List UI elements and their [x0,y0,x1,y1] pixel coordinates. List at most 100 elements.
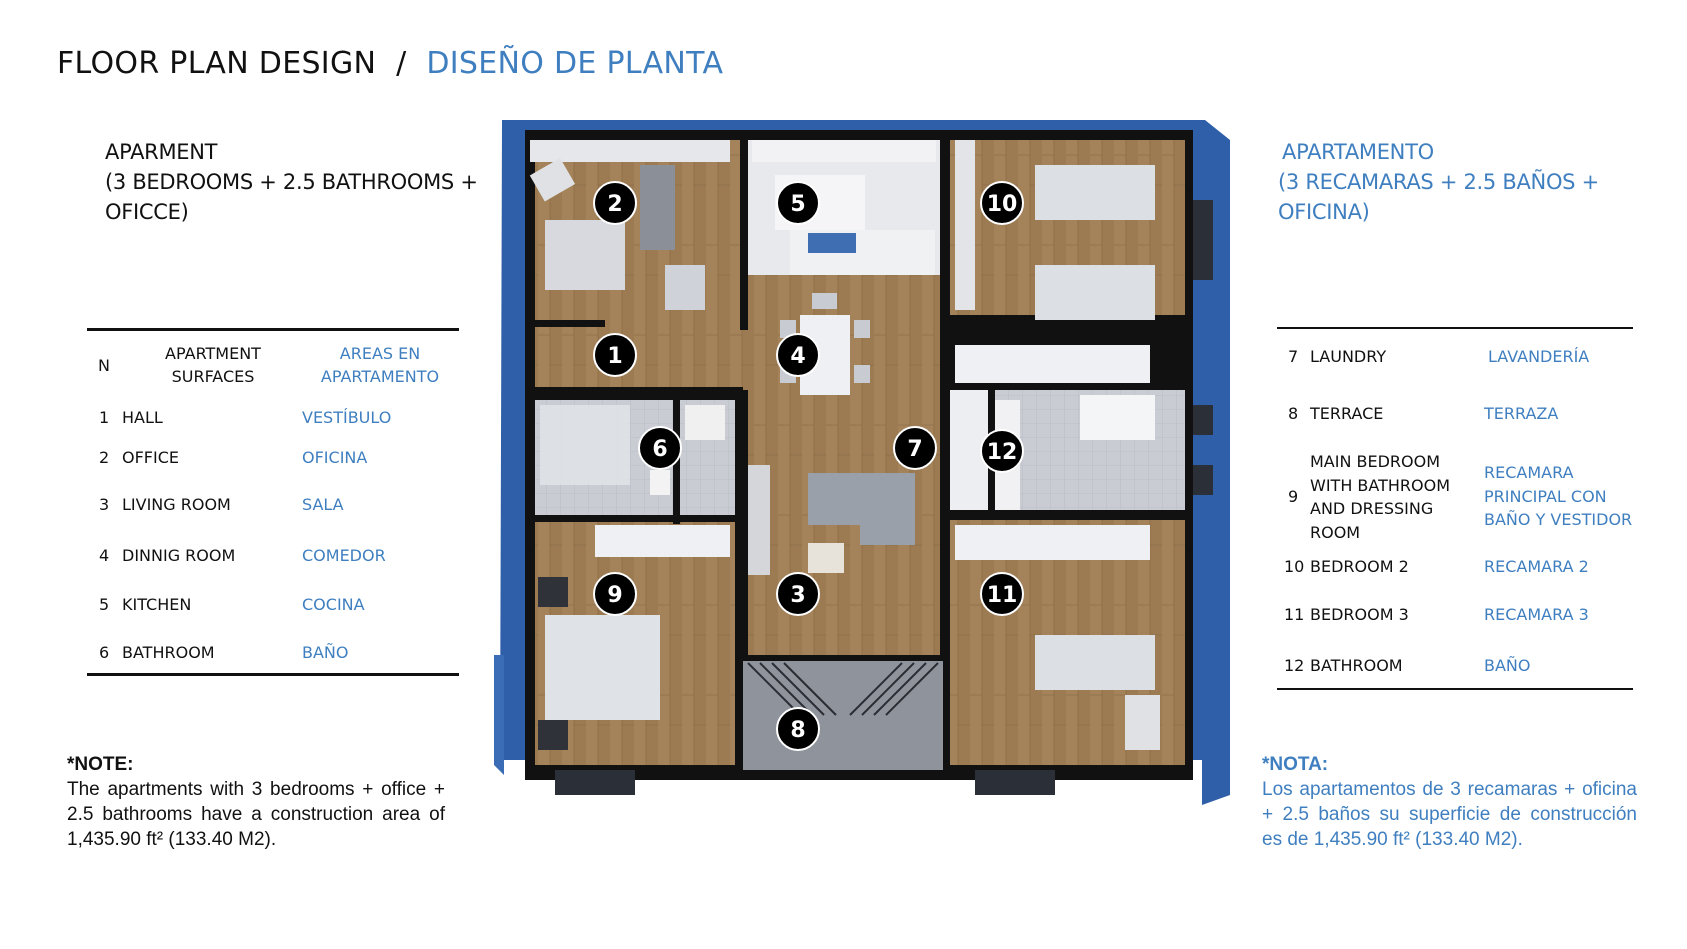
heading-en-line: (3 BEDROOMS + 2.5 BATHROOMS + [105,170,478,194]
row-surface-en: LIVING ROOM [122,495,231,514]
row-surface-es: RECAMARA 3 [1484,605,1589,624]
main-bed [545,615,660,720]
note-es-text: Los apartamentos de 3 recamaras + oficin… [1262,779,1637,850]
row-surface-en: DINNIG ROOM [122,546,236,565]
room-badge-label: 10 [987,192,1018,217]
row-number: 7 [1288,347,1299,366]
title-en: FLOOR PLAN DESIGN [57,46,377,81]
col-n-header: N [98,356,110,375]
row-surface-en-line: WITH BATHROOM [1310,475,1451,495]
bed [1035,635,1155,690]
row-surface-en-line: ROOM [1310,522,1361,542]
heading-es-line: APARTAMENTO [1282,140,1434,164]
bed [1035,165,1155,220]
col-es-header: AREAS EN APARTAMENTO [310,342,450,388]
col-en-header-line: SURFACES [171,367,255,386]
col-es-header-line: AREAS EN [339,344,421,363]
apartment-heading-es: APARTAMENTO (3 RECAMARAS + 2.5 BAÑOS + O… [1278,137,1618,227]
row-number: 1 [99,408,110,427]
nightstand [538,577,568,607]
bed [1035,265,1155,320]
office-cabinet [665,265,705,310]
col-en-header-line: APARTMENT [165,344,261,363]
row-surface-en: TERRACE [1310,404,1384,423]
office-shelf [530,140,730,162]
room-badge-11: 11 [980,572,1024,616]
room-badge-9: 9 [593,572,637,616]
planter [1193,465,1213,495]
col-en-header: APARTMENT SURFACES [148,342,278,388]
row-number: 9 [1288,487,1299,506]
planter [975,770,1055,795]
heading-es-line: OFICINA) [1278,200,1370,224]
row-surface-en: BEDROOM 2 [1310,557,1409,576]
row-surface-es: SALA [302,495,344,514]
room-badge-5: 5 [776,181,820,225]
row-number: 12 [1284,656,1305,675]
row-surface-es: COMEDOR [302,546,386,565]
row-surface-en: BATHROOM [122,643,215,662]
terrace-railing [747,662,939,716]
floor-plan-image: 1 2 3 4 5 6 7 8 9 10 11 12 [494,120,1230,805]
heading-en-line: APARMENT [105,140,218,164]
note-en-text: The apartments with 3 bedrooms + office … [67,779,445,850]
wardrobe [955,140,975,310]
row-surface-es: VESTÍBULO [302,408,392,427]
apartment-heading-en: APARMENT (3 BEDROOMS + 2.5 BATHROOMS + O… [105,137,485,227]
row-number: 6 [99,643,110,662]
office-sofa [640,165,675,250]
note-en-label: *NOTE: [67,754,134,775]
row-number: 2 [99,448,110,467]
row-number: 10 [1284,557,1305,576]
living-tv-unit [748,465,770,575]
planter [555,770,635,795]
room-badge-label: 6 [652,437,667,462]
room-badge-6: 6 [638,426,682,470]
room-badge-label: 4 [790,344,805,369]
planter [1193,200,1213,280]
room-badge-1: 1 [593,333,637,377]
closet-row [595,525,730,557]
row-surface-es: LAVANDERÍA [1488,347,1590,366]
room-badge-label: 1 [607,344,622,369]
row-number: 5 [99,595,110,614]
table-bottom-rule [1277,688,1633,690]
title-separator: / [396,46,407,81]
page-title: FLOOR PLAN DESIGN / DISEÑO DE PLANTA [57,46,723,81]
table-top-rule [1277,327,1633,329]
heading-en-line: OFICCE) [105,200,189,224]
col-es-header-line: APARTAMENTO [320,367,440,386]
table-top-rule [87,328,459,331]
heading-es-line: (3 RECAMARAS + 2.5 BAÑOS + [1278,170,1599,194]
room-badge-10: 10 [980,181,1024,225]
row-surface-en: BEDROOM 3 [1310,605,1409,624]
row-surface-en: KITCHEN [122,595,192,614]
row-surface-es: COCINA [302,595,365,614]
row-surface-es: RECAMARA PRINCIPAL CON BAÑO Y VESTIDOR [1484,461,1632,532]
closet-row [955,345,1150,383]
title-es: DISEÑO DE PLANTA [426,46,724,81]
living-table [808,543,844,573]
row-number: 11 [1284,605,1305,624]
note-es-label: *NOTA: [1262,754,1329,775]
shower-glass [540,405,630,485]
row-number: 8 [1288,404,1299,423]
nightstand [538,720,568,750]
row-surface-en: LAUNDRY [1310,347,1387,366]
room-badge-label: 7 [907,437,922,462]
table-bottom-rule [87,673,459,676]
row-number: 4 [99,546,110,565]
office-desk [545,220,625,290]
office-armchair [529,158,576,202]
row-surface-es-line: RECAMARA [1484,463,1574,482]
toilet [650,470,670,495]
vanity [685,405,725,440]
room-badge-label: 8 [790,718,805,743]
living-sofa [808,473,915,545]
room-badge-label: 9 [607,583,622,608]
hall-floor [535,320,748,390]
row-surface-en-line: MAIN BEDROOM [1310,452,1441,471]
room-badge-7: 7 [893,426,937,470]
room-badge-8: 8 [776,707,820,751]
row-surface-es: RECAMARA 2 [1484,557,1589,576]
